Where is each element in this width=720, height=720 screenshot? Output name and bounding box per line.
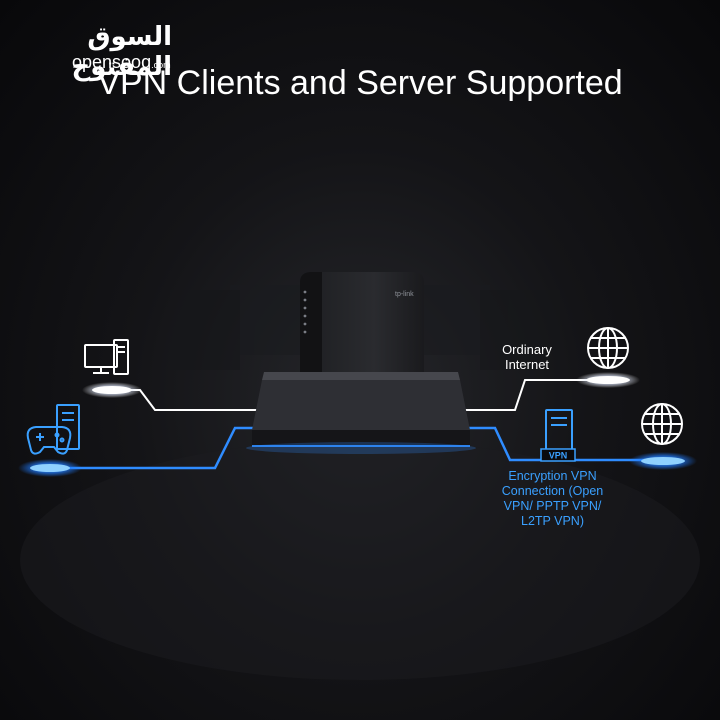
game-controller-icon [26, 426, 72, 455]
router-brand-label: tp-link [395, 291, 414, 298]
globe-vpn-pad [641, 457, 685, 465]
page-title: VPN Clients and Server Supported [97, 64, 623, 102]
ordinary-internet-line-1: Ordinary [502, 342, 552, 357]
brand-latin-suffix: .com [151, 60, 171, 70]
vpn-badge-label: VPN [549, 451, 568, 461]
globe-vpn-icon [641, 403, 683, 445]
ordinary-internet-label: Ordinary Internet [492, 342, 562, 372]
computer-icon [84, 339, 129, 375]
vpn-description-line-4: L2TP VPN) [521, 514, 584, 528]
game-pad [30, 464, 70, 472]
vpn-description: Encryption VPN Connection (Open VPN/ PPT… [485, 469, 620, 529]
vpn-description-line-3: VPN/ PPTP VPN/ [503, 499, 602, 513]
globe-top-pad [586, 376, 630, 384]
floor-shadow [20, 440, 700, 680]
computer-pad [92, 386, 132, 394]
vpn-description-line-2: Connection (Open [501, 484, 604, 498]
server-icon [56, 404, 80, 450]
brand-latin: opensooq.com [72, 52, 171, 73]
ordinary-internet-line-2: Internet [504, 357, 550, 372]
vpn-connection [50, 426, 660, 470]
vpn-badge [540, 448, 576, 462]
vpn-server-icon [545, 409, 573, 451]
brand-latin-name: opensooq [72, 52, 152, 72]
pedestal [246, 372, 476, 454]
vpn-description-line-1: Encryption VPN [508, 469, 597, 483]
brand-logo: السوق المفتوح opensooq.com [22, 22, 182, 82]
brand-arabic: السوق المفتوح [71, 22, 172, 82]
router-icon [300, 272, 424, 372]
globe-icon [587, 327, 629, 369]
